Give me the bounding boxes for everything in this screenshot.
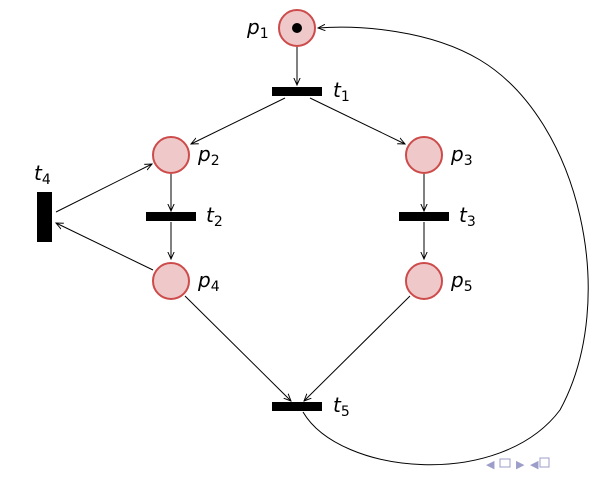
arc-t1-p2: [191, 97, 286, 144]
place-circle: [152, 136, 190, 174]
transition-label-t4: t4: [34, 161, 51, 188]
transition-bar: [272, 87, 322, 96]
place-p4: p4: [152, 262, 220, 300]
transition-bar: [399, 212, 449, 221]
beamer-navigation: ◀ ▶ ◀: [486, 457, 550, 471]
arc-p4-t5: [184, 295, 291, 401]
place-circle: [405, 136, 443, 174]
transition-t4: t4: [34, 161, 52, 242]
places: p1 p2 p3 p4 p5: [152, 9, 473, 300]
arc-p5-t5: [304, 295, 411, 401]
transition-t5: t5: [272, 393, 350, 420]
place-p3: p3: [405, 136, 473, 174]
place-p5: p5: [405, 262, 473, 300]
nav-frame-icon[interactable]: [499, 458, 511, 468]
transitions: t1 t2 t3 t4 t5: [34, 78, 476, 420]
transition-label-t2: t2: [206, 203, 223, 230]
place-label-p1: p1: [246, 15, 269, 42]
arc-t5-p1: [302, 27, 589, 466]
transition-bar: [37, 192, 52, 242]
arc-p4-t4: [56, 223, 154, 271]
arc-t4-p2: [55, 164, 152, 213]
arc-t1-p3: [309, 97, 405, 144]
transition-bar: [272, 402, 322, 411]
transition-label-t3: t3: [459, 203, 476, 230]
place-label-p3: p3: [450, 142, 473, 169]
token-dot: [292, 23, 302, 33]
arcs: [55, 27, 589, 466]
transition-label-t1: t1: [333, 78, 350, 105]
place-label-p5: p5: [450, 268, 473, 295]
transition-t3: t3: [399, 203, 476, 230]
place-p2: p2: [152, 136, 220, 174]
transition-bar: [146, 212, 196, 221]
transition-t1: t1: [272, 78, 350, 105]
nav-back-icon[interactable]: ◀: [530, 458, 539, 471]
nav-next-icon[interactable]: ▶: [516, 458, 525, 471]
transition-label-t5: t5: [333, 393, 350, 420]
place-label-p4: p4: [197, 268, 220, 295]
place-circle: [405, 262, 443, 300]
nav-prev-icon[interactable]: ◀: [486, 458, 495, 471]
place-label-p2: p2: [197, 142, 220, 169]
nav-back-box-icon[interactable]: [539, 457, 550, 468]
transition-t2: t2: [146, 203, 223, 230]
place-p1: p1: [246, 9, 316, 47]
place-circle: [152, 262, 190, 300]
